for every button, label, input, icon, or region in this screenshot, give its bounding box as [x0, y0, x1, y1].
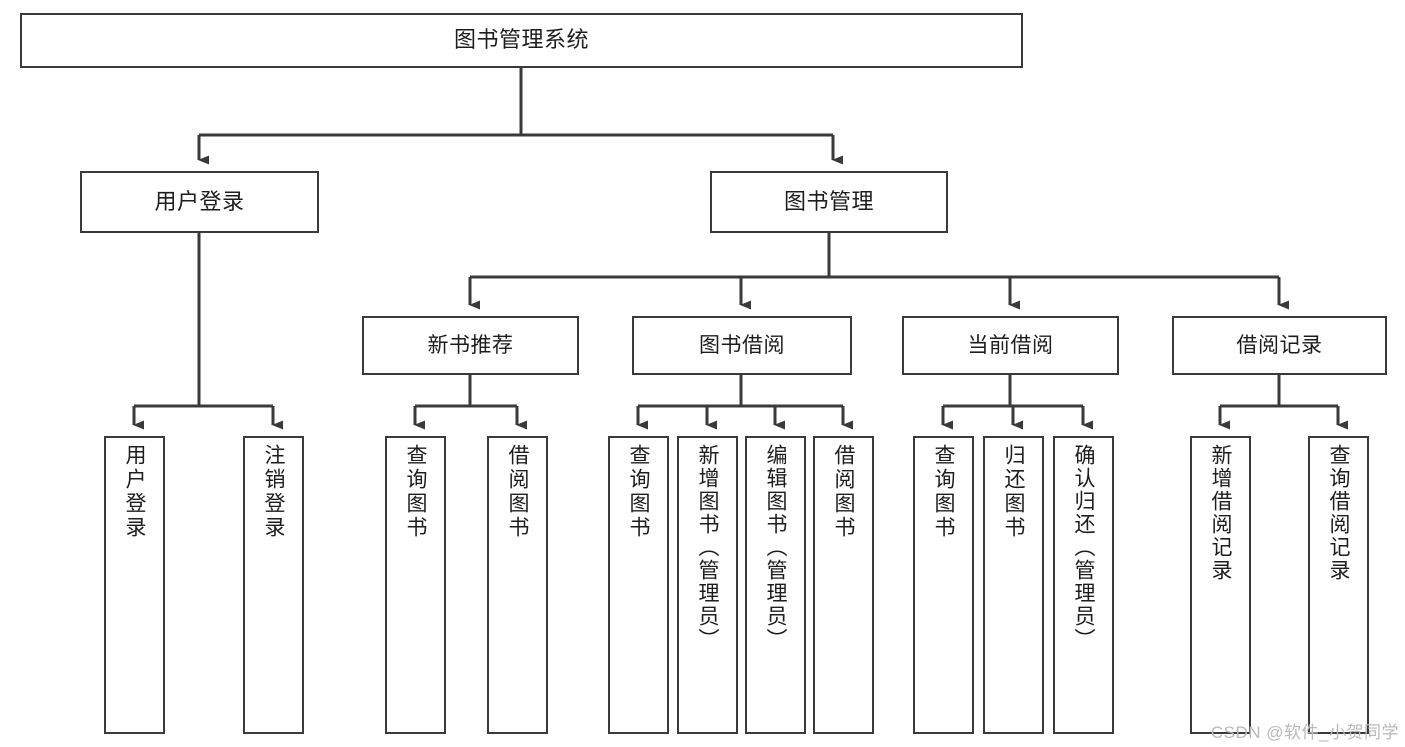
node-borrow-record[interactable]: 借阅记录: [1172, 316, 1387, 375]
node-leaf-add-record[interactable]: 新增借阅记录: [1190, 436, 1251, 734]
node-leaf-confirm-return-label: 确认归还（管理员）: [1072, 444, 1095, 651]
node-leaf-query-book-1[interactable]: 查询图书: [385, 436, 446, 734]
node-leaf-user-login-label: 用户登录: [123, 444, 146, 540]
node-book-borrow[interactable]: 图书借阅: [632, 316, 852, 375]
node-leaf-user-login[interactable]: 用户登录: [104, 436, 165, 734]
node-current-borrow-label: 当前借阅: [967, 333, 1054, 357]
node-leaf-return-book-label: 归还图书: [1002, 444, 1025, 540]
node-root[interactable]: 图书管理系统: [20, 13, 1023, 68]
node-leaf-add-record-label: 新增借阅记录: [1209, 444, 1232, 582]
node-leaf-borrow-book-1-label: 借阅图书: [506, 444, 529, 540]
node-new-book-rec[interactable]: 新书推荐: [362, 316, 579, 375]
node-leaf-logout-login-label: 注销登录: [262, 444, 285, 540]
node-book-mgmt-label: 图书管理: [783, 188, 874, 214]
node-current-borrow[interactable]: 当前借阅: [902, 316, 1119, 375]
node-leaf-add-book-label: 新增图书（管理员）: [696, 444, 719, 651]
node-leaf-query-record-label: 查询借阅记录: [1327, 444, 1350, 582]
node-user-login-label: 用户登录: [154, 188, 245, 214]
node-leaf-confirm-return[interactable]: 确认归还（管理员）: [1053, 436, 1114, 734]
node-leaf-query-book-2[interactable]: 查询图书: [608, 436, 669, 734]
csdn-watermark: CSDN @软件_小贺同学: [1210, 723, 1399, 742]
node-leaf-add-book[interactable]: 新增图书（管理员）: [677, 436, 738, 734]
node-leaf-query-book-1-label: 查询图书: [404, 444, 427, 540]
node-user-login[interactable]: 用户登录: [80, 171, 319, 233]
node-leaf-borrow-book-2-label: 借阅图书: [832, 444, 855, 540]
node-leaf-query-book-3[interactable]: 查询图书: [913, 436, 974, 734]
node-leaf-return-book[interactable]: 归还图书: [983, 436, 1044, 734]
node-leaf-query-book-2-label: 查询图书: [627, 444, 650, 540]
node-leaf-query-book-3-label: 查询图书: [932, 444, 955, 540]
node-leaf-borrow-book-1[interactable]: 借阅图书: [487, 436, 548, 734]
node-book-mgmt[interactable]: 图书管理: [710, 171, 948, 233]
node-book-borrow-label: 图书借阅: [699, 333, 785, 357]
node-leaf-query-record[interactable]: 查询借阅记录: [1308, 436, 1369, 734]
node-leaf-edit-book[interactable]: 编辑图书（管理员）: [745, 436, 806, 734]
node-leaf-borrow-book-2[interactable]: 借阅图书: [813, 436, 874, 734]
node-new-book-rec-label: 新书推荐: [427, 333, 514, 357]
node-borrow-record-label: 借阅记录: [1236, 333, 1323, 357]
node-leaf-logout-login[interactable]: 注销登录: [243, 436, 304, 734]
node-leaf-edit-book-label: 编辑图书（管理员）: [764, 444, 787, 651]
node-root-label: 图书管理系统: [453, 27, 589, 53]
